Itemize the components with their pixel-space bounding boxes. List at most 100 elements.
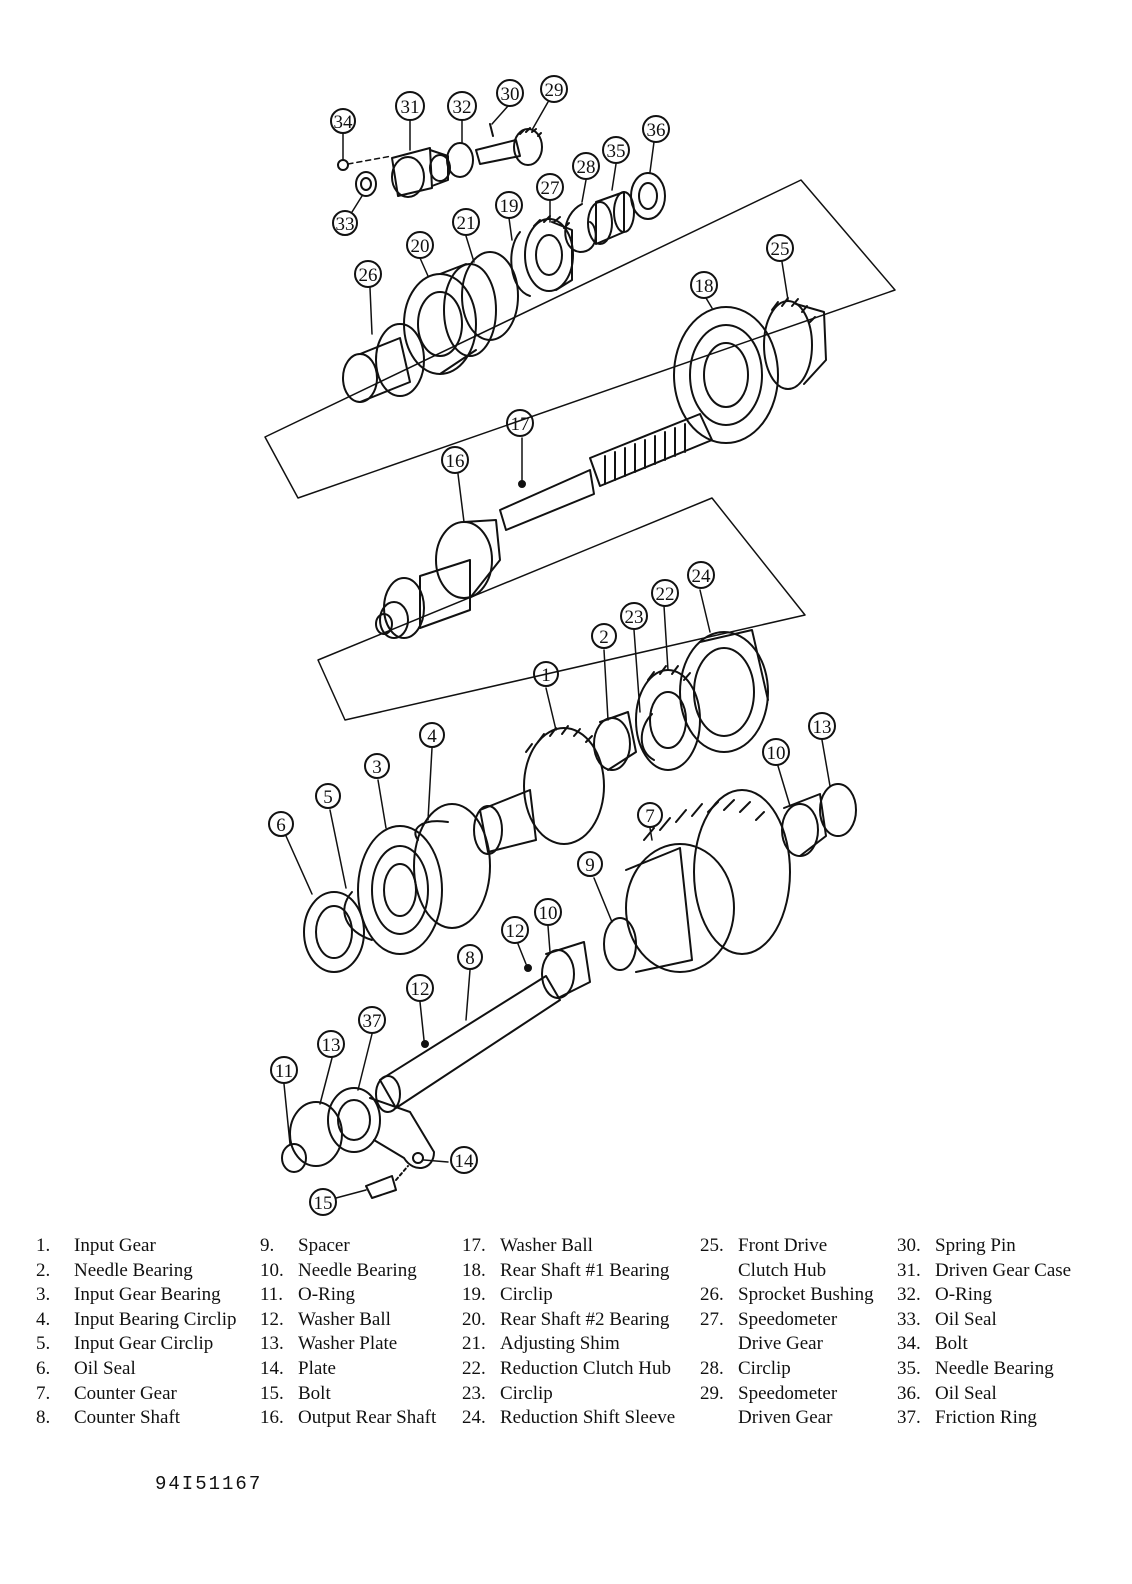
legend-item: 10.Needle Bearing [260,1259,436,1284]
spacer-9-part [603,917,637,971]
legend-item: 9.Spacer [260,1234,436,1259]
svg-text:24: 24 [692,566,712,587]
needle-bearing-35-part [587,191,635,245]
adjusting-shim-21-part [461,251,519,341]
legend-item-number: 26. [700,1284,724,1306]
legend-item-name: Counter Gear [74,1382,177,1404]
callout-24: 24 [687,561,715,589]
callout-26: 26 [354,260,382,288]
legend-item: Clutch Hub [700,1259,874,1284]
legend-item: 2.Needle Bearing [36,1259,237,1284]
counter-gear-7-part [625,789,791,973]
legend-item: 19.Circlip [462,1283,675,1308]
upper-assembly-box [264,179,896,499]
legend-item-number: 21. [462,1333,486,1355]
legend-item-name: Friction Ring [935,1407,1037,1429]
svg-text:25: 25 [771,239,790,260]
legend-item: 23.Circlip [462,1382,675,1407]
legend-item: 37.Friction Ring [897,1406,1071,1431]
legend-item-name: Plate [298,1357,336,1379]
legend-item-number: 31. [897,1259,921,1281]
legend-item-name: O-Ring [298,1284,355,1306]
needle-bearing-10-upper-part [781,793,827,857]
legend-item-name: Input Gear [74,1235,156,1256]
washer-ball-12-lower-part [421,1040,429,1048]
callout-35: 35 [602,136,630,164]
legend-item: 29.Speedometer [700,1382,874,1407]
legend-item-number: 24. [462,1407,486,1429]
callout-15: 15 [309,1188,337,1216]
legend-item: 6.Oil Seal [36,1357,237,1382]
oil-seal-36-part [630,172,666,220]
legend-item-name: Circlip [500,1284,553,1306]
reduction-clutch-hub-22-part [635,665,701,771]
legend-item-number: 14. [260,1357,284,1379]
legend-item: Driven Gear [700,1406,874,1431]
svg-text:12: 12 [411,979,430,1000]
callout-18: 18 [690,271,718,299]
legend-item-name: Spring Pin [935,1235,1016,1256]
callouts: 34 31 32 30 29 33 19 27 28 35 36 21 20 2… [268,75,836,1216]
callout-22: 22 [651,579,679,607]
svg-text:13: 13 [322,1035,341,1056]
legend-item-number: 18. [462,1259,486,1281]
legend-item-name: Circlip [738,1357,791,1379]
leader-lines [283,101,831,1199]
legend-item-number: 30. [897,1235,921,1256]
svg-text:16: 16 [446,451,465,472]
legend-item-name: Reduction Clutch Hub [500,1357,671,1379]
svg-text:23: 23 [625,607,644,628]
svg-text:17: 17 [511,414,530,435]
svg-text:32: 32 [453,97,472,118]
legend-item-number: 22. [462,1357,486,1379]
washer-plate-13-lower-part [289,1101,343,1167]
svg-text:4: 4 [427,726,437,747]
legend-item-number: 5. [36,1333,51,1355]
legend-item-number: 3. [36,1284,51,1306]
legend-item: 31.Driven Gear Case [897,1259,1071,1284]
callout-19: 19 [495,191,523,219]
callout-16: 16 [441,446,469,474]
friction-ring-37-part [327,1087,381,1153]
legend-item: 12.Washer Ball [260,1308,436,1333]
legend-item: 1.Input Gear [36,1234,237,1259]
callout-30: 30 [496,79,524,107]
legend-item-name: Spacer [298,1235,350,1256]
legend-item-number [700,1259,738,1284]
callout-36: 36 [642,115,670,143]
legend-item: 27.Speedometer [700,1308,874,1333]
rear-shaft-2-bearing-20-part [403,263,497,375]
legend-item: 36.Oil Seal [897,1382,1071,1407]
legend-item-number: 7. [36,1382,51,1404]
legend-item-name: Oil Seal [74,1357,136,1379]
legend-item: 13.Washer Plate [260,1332,436,1357]
callout-10-lower: 10 [534,898,562,926]
legend-item-number: 34. [897,1333,921,1355]
svg-text:3: 3 [372,757,382,778]
callout-10-upper: 10 [762,738,790,766]
svg-text:22: 22 [656,584,675,605]
plate-14-part [369,1097,435,1169]
legend-item-number: 20. [462,1308,486,1330]
svg-text:7: 7 [645,806,655,827]
callout-23: 23 [620,602,648,630]
legend-item-name: Driven Gear [738,1407,833,1429]
callout-20: 20 [406,231,434,259]
legend-item-number: 15. [260,1382,284,1404]
svg-text:8: 8 [465,948,475,969]
svg-text:5: 5 [323,787,333,808]
callout-14: 14 [450,1146,478,1174]
svg-text:10: 10 [767,743,786,764]
legend-item-number: 32. [897,1284,921,1306]
svg-text:34: 34 [334,112,354,133]
oil-seal-33-part [355,171,377,197]
legend-item-number: 8. [36,1407,51,1429]
callout-11: 11 [270,1056,298,1084]
circlip-23-part [640,713,655,761]
legend-item-number: 10. [260,1259,284,1281]
legend-item-number: 35. [897,1357,921,1379]
